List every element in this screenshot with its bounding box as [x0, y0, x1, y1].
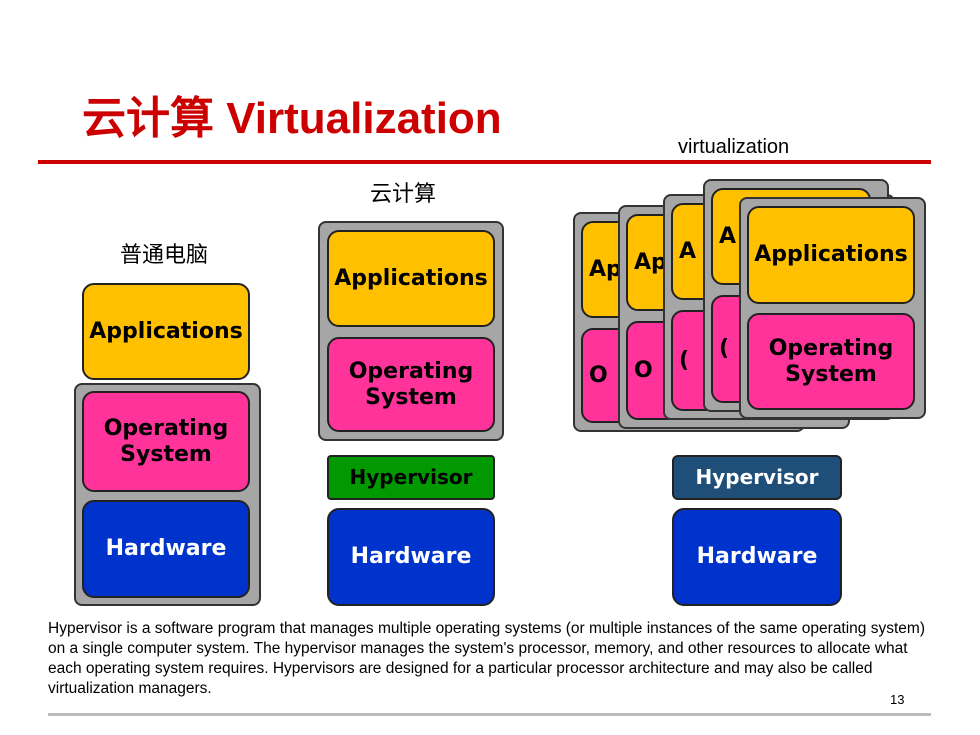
col3-hypervisor-box: Hypervisor [672, 455, 842, 500]
col1-label: 普通电脑 [120, 242, 209, 267]
col2-hypervisor-box: Hypervisor [327, 455, 495, 500]
title-divider [38, 160, 931, 164]
footer-divider [48, 713, 931, 716]
col1-applications-box: Applications [82, 283, 250, 380]
col3-os-box: Operating System [747, 313, 915, 410]
col1-hardware-box: Hardware [82, 500, 250, 598]
virtualization-label: virtualization [678, 136, 790, 158]
col3-hardware-box: Hardware [672, 508, 842, 606]
col2-hardware-box: Hardware [327, 508, 495, 606]
col1-os-box: Operating System [82, 391, 250, 492]
col2-os-box: Operating System [327, 337, 495, 432]
page-number: 13 [890, 692, 905, 707]
col2-applications-box: Applications [327, 230, 495, 327]
col2-label: 云计算 [370, 181, 437, 206]
slide-title: 云计算 Virtualization [82, 94, 502, 143]
col3-applications-box: Applications [747, 206, 915, 304]
hypervisor-description: Hypervisor is a software program that ma… [48, 620, 925, 697]
